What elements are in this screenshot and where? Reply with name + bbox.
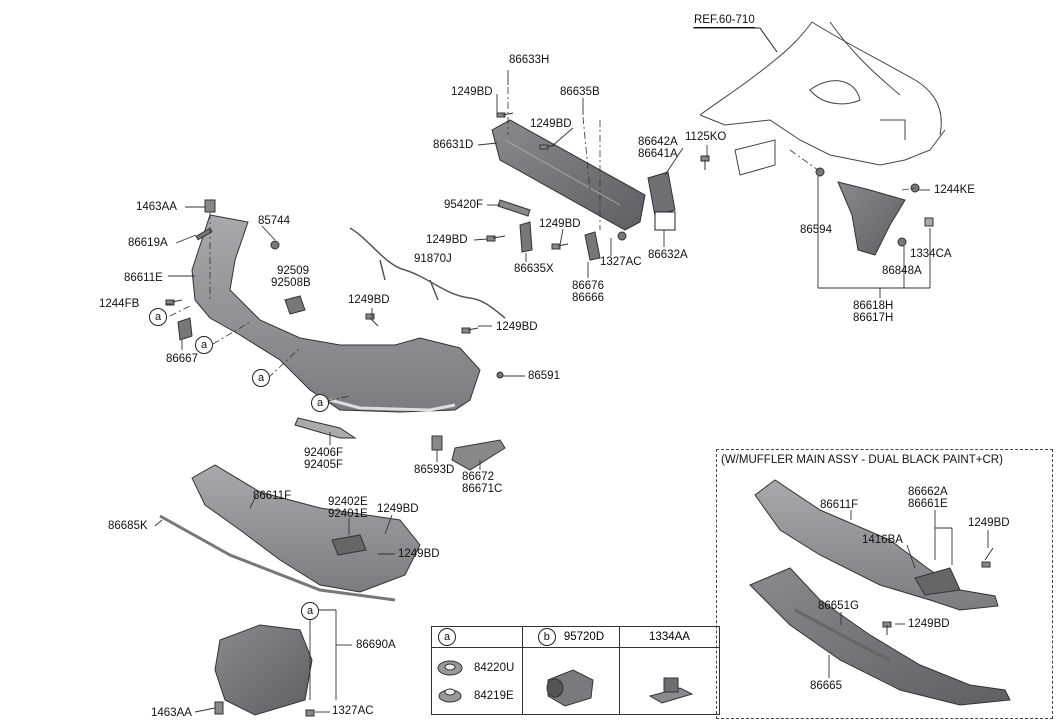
- label-1249BD: 1249BD: [377, 503, 419, 515]
- legend-84220U: 84220U: [474, 662, 515, 674]
- label-1249BD-variant: 1249BD: [908, 618, 950, 630]
- label-91870J: 91870J: [414, 253, 452, 265]
- label-86618H: 86618H: [853, 300, 894, 312]
- label-1249BD: 1249BD: [451, 86, 493, 98]
- label-1244KE: 1244KE: [934, 184, 975, 196]
- label-92401E: 92401E: [328, 508, 368, 520]
- label-1334CA: 1334CA: [910, 248, 952, 260]
- back-beam: [491, 119, 646, 231]
- bolts: [165, 112, 710, 334]
- variant-parts: [749, 479, 1011, 706]
- label-86667: 86667: [166, 353, 198, 365]
- label-86593D: 86593D: [414, 464, 455, 476]
- legend-callout-b: b: [537, 628, 556, 646]
- legend-95720D: 95720D: [563, 631, 605, 644]
- callout-a: a: [149, 308, 167, 326]
- label-92508B: 92508B: [271, 277, 311, 289]
- centerlines: [169, 87, 917, 402]
- label-1125KO: 1125KO: [685, 131, 727, 143]
- leader-lines: [154, 70, 989, 713]
- callout-a: a: [195, 336, 213, 354]
- label-86633H: 86633H: [509, 54, 550, 66]
- label-86635X: 86635X: [514, 263, 554, 275]
- bracket-86642A: [647, 171, 676, 231]
- wiring-harness: [349, 227, 506, 319]
- label-86690A: 86690A: [356, 639, 396, 651]
- label-86591: 86591: [528, 370, 560, 382]
- label-92402E: 92402E: [328, 496, 368, 508]
- label-86611F-variant: 86611F: [820, 499, 859, 511]
- label-1249BD: 1249BD: [496, 321, 538, 333]
- label-86635B: 86635B: [560, 86, 600, 98]
- label-92509: 92509: [277, 265, 309, 277]
- quarter-panel-outline: [699, 21, 946, 176]
- label-1249BD: 1249BD: [348, 294, 390, 306]
- label-86631D: 86631D: [433, 139, 474, 151]
- callout-a: a: [301, 602, 319, 620]
- clip-icons: [437, 660, 463, 703]
- label-1249BD: 1249BD: [539, 218, 581, 230]
- label-86594: 86594: [800, 224, 832, 236]
- label-86671C: 86671C: [462, 483, 503, 495]
- label-86611F: 86611F: [253, 490, 292, 502]
- variant-title: (W/MUFFLER MAIN ASSY - DUAL BLACK PAINT+…: [721, 454, 1003, 466]
- label-86617H: 86617H: [853, 312, 894, 324]
- label-86665: 86665: [810, 680, 842, 692]
- label-1463AA: 1463AA: [136, 201, 177, 213]
- variant-box: [716, 449, 1053, 719]
- legend-col-a-header: a: [431, 626, 523, 648]
- label-86642A: 86642A: [638, 136, 678, 148]
- reference-leader: [693, 27, 778, 53]
- callout-a: a: [252, 369, 270, 387]
- bumper-cover: [191, 214, 481, 413]
- legend-col-c-body: [619, 647, 720, 715]
- small-parts-upper: [177, 199, 627, 471]
- label-1463AA: 1463AA: [151, 707, 192, 719]
- label-86848A: 86848A: [882, 265, 922, 277]
- side-bracket: [815, 167, 934, 256]
- legend-col-c-header: 1334AA: [619, 626, 720, 648]
- label-1249BD: 1249BD: [530, 118, 572, 130]
- label-86611E: 86611E: [124, 272, 163, 284]
- label-92405F: 92405F: [304, 459, 344, 471]
- lower-valance: [159, 464, 421, 602]
- label-86666: 86666: [572, 292, 604, 304]
- label-86685K: 86685K: [108, 520, 148, 532]
- label-1244FB: 1244FB: [99, 298, 140, 310]
- legend-col-a-body: 84220U 84219E: [431, 647, 523, 715]
- label-1327AC: 1327AC: [600, 256, 642, 268]
- legend-table: a b 95720D 1334AA 84220U 84219E: [431, 626, 720, 715]
- label-1327AC: 1327AC: [332, 705, 374, 717]
- label-86672: 86672: [462, 471, 494, 483]
- label-86632A: 86632A: [648, 249, 688, 261]
- label-1416BA: 1416BA: [862, 534, 903, 546]
- label-85744: 85744: [258, 215, 290, 227]
- label-1249BD-variant: 1249BD: [968, 517, 1010, 529]
- legend-1334AA: 1334AA: [649, 631, 690, 643]
- parking-sensor-icon: [546, 669, 594, 707]
- label-86641A: 86641A: [638, 148, 678, 160]
- label-1249BD: 1249BD: [398, 548, 440, 560]
- label-92406F: 92406F: [304, 447, 344, 459]
- under-cover: [214, 624, 315, 717]
- label-95420F: 95420F: [444, 199, 484, 211]
- legend-col-b-header: b 95720D: [522, 626, 620, 648]
- label-86676: 86676: [572, 280, 604, 292]
- legend-callout-a: a: [438, 628, 456, 646]
- legend-col-b-body: [522, 647, 620, 715]
- nut-clip-icon: [648, 677, 694, 704]
- callout-a: a: [311, 394, 329, 412]
- reference-label: REF.60-710: [694, 14, 755, 28]
- label-86661E: 86661E: [908, 498, 948, 510]
- legend-84219E: 84219E: [474, 690, 514, 702]
- label-86651G: 86651G: [818, 600, 859, 612]
- label-86619A: 86619A: [128, 237, 168, 249]
- label-86662A: 86662A: [908, 486, 948, 498]
- label-1249BD: 1249BD: [426, 234, 468, 246]
